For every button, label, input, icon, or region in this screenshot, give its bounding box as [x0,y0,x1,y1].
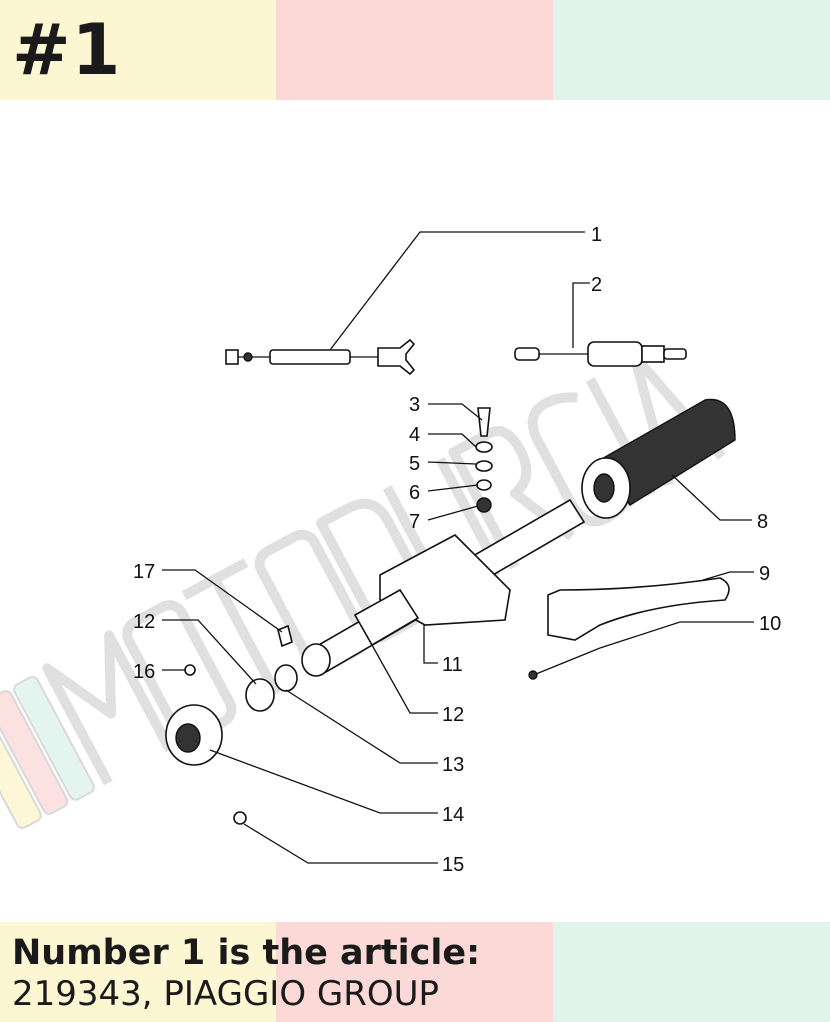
band-yellow [0,922,276,1022]
part-8-grip [581,398,736,519]
callout-11: 11 [442,654,463,676]
callout-7: 7 [409,511,420,533]
leader-lines [162,231,754,864]
part-2-adjuster [514,341,687,367]
bottom-color-band [0,922,830,1022]
callout-1: 1 [591,224,602,246]
band-pink [276,922,553,1022]
item-number-badge: #1 [12,9,122,91]
callout-13: 13 [442,754,464,776]
band-yellow [0,0,276,100]
callout-17: 17 [133,561,155,583]
part-11-handlebar-tube [301,498,586,677]
callout-10: 10 [759,613,781,635]
callout-14: 14 [442,804,464,826]
part-1-cable [225,338,416,376]
parts-3-7-hardware [475,407,493,513]
band-mint [553,0,830,100]
parts-12-17-throttle-parts [165,624,298,825]
callout-15: 15 [442,854,464,876]
exploded-parts-diagram: 1 2 3 4 5 6 7 8 9 10 11 12 12 13 14 15 1… [0,224,781,876]
callout-12-right: 12 [442,704,464,726]
callout-3: 3 [409,394,420,416]
callout-6: 6 [409,482,420,504]
callout-16: 16 [133,661,155,683]
part-9-lever [528,577,730,680]
callout-numbers: 1 2 3 4 5 6 7 8 9 10 11 12 12 13 14 15 1… [133,224,781,876]
callout-2: 2 [591,274,602,296]
watermark-logo [0,351,726,829]
band-mint [553,922,830,1022]
caption-title: Number 1 is the article: [12,933,481,973]
caption-article: 219343, PIAGGIO GROUP [12,974,440,1014]
callout-8: 8 [757,511,768,533]
top-color-band [0,0,830,100]
band-pink [276,0,553,100]
callout-5: 5 [409,453,420,475]
callout-9: 9 [759,563,770,585]
callout-12-left: 12 [133,611,155,633]
callout-4: 4 [409,424,420,446]
